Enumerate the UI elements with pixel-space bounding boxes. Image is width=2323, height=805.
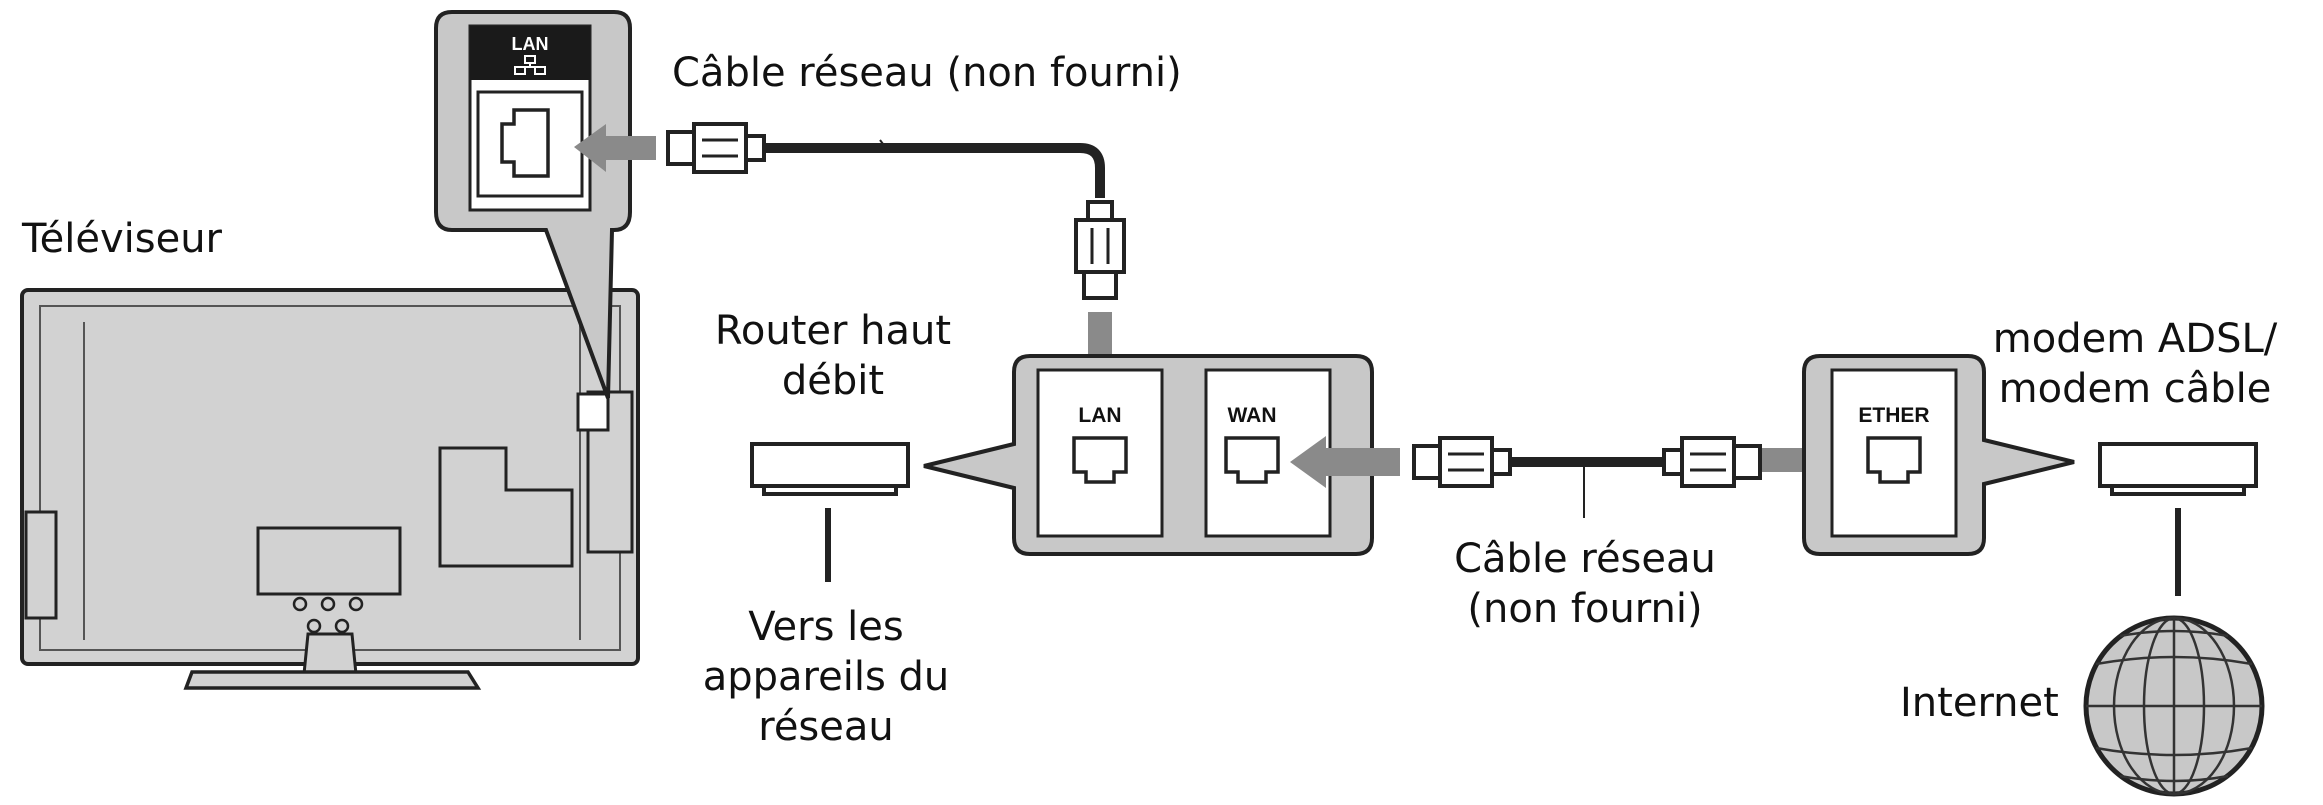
devices-label-line3: réseau [758, 704, 894, 750]
router-label-line2: débit [781, 358, 885, 404]
router-lan-port-label: LAN [1078, 404, 1121, 427]
cable-middle-label: Câble réseau (non fourni) [1420, 534, 1750, 634]
modem-ether-port-label: ETHER [1858, 404, 1929, 427]
devices-label: Vers les appareils du réseau [676, 602, 976, 752]
tv-label: Téléviseur [22, 216, 222, 262]
tv-lan-port-label: LAN [512, 34, 549, 54]
cable-middle-label-line1: Câble réseau [1454, 536, 1716, 582]
cable-top-label: Câble réseau (non fourni) [672, 50, 1182, 96]
network-cable-middle [1412, 436, 1762, 518]
modem-label-line2: modem câble [1998, 366, 2272, 412]
cable-middle-label-line2: (non fourni) [1467, 586, 1703, 632]
arrow-icon [1290, 436, 1400, 488]
rj45-jack-icon [500, 108, 550, 178]
modem-device [2098, 442, 2258, 596]
arrow-icon [574, 124, 656, 172]
modem-port-callout: ETHER [1802, 354, 2075, 556]
rj45-plug-icon [1662, 436, 1762, 488]
lan-network-icon [514, 55, 546, 75]
internet-label: Internet [1900, 680, 2059, 726]
devices-label-line1: Vers les [748, 604, 904, 650]
router-device [750, 442, 910, 582]
devices-label-line2: appareils du [702, 654, 950, 700]
router-label-line1: Router haut [714, 308, 952, 354]
rj45-plug-icon [1412, 436, 1512, 488]
router-wan-port-label: WAN [1228, 404, 1277, 427]
tv-lan-callout: LAN [434, 10, 632, 399]
television [20, 288, 640, 690]
modem-label-line1: modem ADSL/ [1992, 316, 2278, 362]
network-cable-top [666, 122, 1126, 300]
rj45-plug-icon [666, 122, 766, 174]
rj45-plug-icon [1074, 200, 1126, 300]
modem-label: modem ADSL/ modem câble [1950, 314, 2320, 414]
globe-icon [2083, 615, 2265, 797]
router-label: Router haut débit [690, 306, 976, 406]
